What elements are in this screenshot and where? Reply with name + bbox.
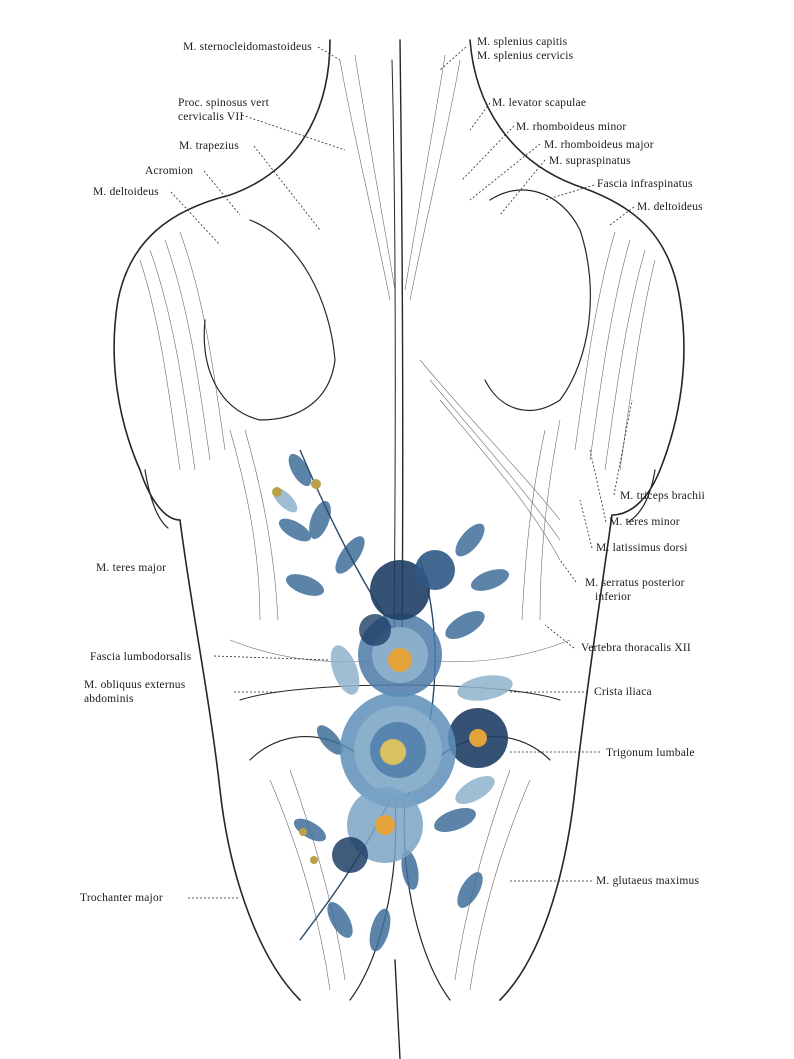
label-obliquus-externus: M. obliquus externus abdominis [84, 678, 185, 706]
label-crista-iliaca: Crista iliaca [594, 686, 652, 698]
leaf-cluster-light [272, 487, 513, 804]
label-teres-major: M. teres major [96, 562, 167, 574]
label-rhomboideus-major: M. rhomboideus major [544, 139, 654, 151]
label-glutaeus-maximus: M. glutaeus maximus [596, 875, 700, 887]
label-line: M. splenius cervicis [477, 50, 574, 62]
label-fascia-infraspinatus: Fascia infraspinatus [597, 178, 693, 190]
leader-lines [170, 46, 635, 899]
flower-lower [332, 787, 423, 873]
label-sternocleidomastoideus: M. sternocleidomastoideus [183, 41, 312, 53]
label-teres-minor: M. teres minor [609, 516, 680, 528]
label-fascia-lumbodorsalis: Fascia lumbodorsalis [90, 651, 192, 663]
label-line: cervicalis VII [178, 111, 244, 123]
flower-bouquet [272, 449, 513, 952]
flower-dark-top [370, 550, 455, 620]
label-supraspinatus: M. supraspinatus [549, 155, 631, 167]
label-line: M. serratus posterior [585, 577, 685, 589]
label-line: M. splenius capitis [477, 36, 568, 48]
leaf-cluster [278, 453, 510, 952]
label-levator-scapulae: M. levator scapulae [492, 97, 587, 109]
label-acromion: Acromion [145, 165, 194, 177]
label-rhomboideus-minor: M. rhomboideus minor [516, 121, 627, 133]
label-trapezius: M. trapezius [179, 140, 239, 152]
flower-dark-right [448, 708, 508, 768]
back-torso-outline [113, 39, 685, 1059]
label-deltoideus-right: M. deltoideus [637, 201, 703, 213]
label-proc-spinosus: Proc. spinosus vert cervicalis VII [178, 96, 269, 124]
flower-rose [340, 692, 456, 808]
label-line: inferior [595, 591, 632, 603]
label-latissimus-dorsi: M. latissimus dorsi [596, 542, 688, 554]
label-trochanter-major: Trochanter major [80, 892, 163, 904]
berries [272, 479, 321, 864]
label-vertebra-thoracalis: Vertebra thoracalis XII [581, 642, 691, 654]
label-line: abdominis [84, 693, 134, 705]
flower-upper [358, 613, 442, 697]
label-line: Proc. spinosus vert [178, 97, 270, 109]
label-trigonum-lumbale: Trigonum lumbale [606, 747, 695, 759]
label-line: M. obliquus externus [84, 679, 186, 691]
label-triceps-brachii: M. triceps brachii [620, 490, 706, 502]
label-serratus-posterior: M. serratus posterior inferior [585, 576, 685, 604]
label-splenius: M. splenius capitis M. splenius cervicis [477, 35, 573, 63]
label-deltoideus-left: M. deltoideus [93, 186, 159, 198]
